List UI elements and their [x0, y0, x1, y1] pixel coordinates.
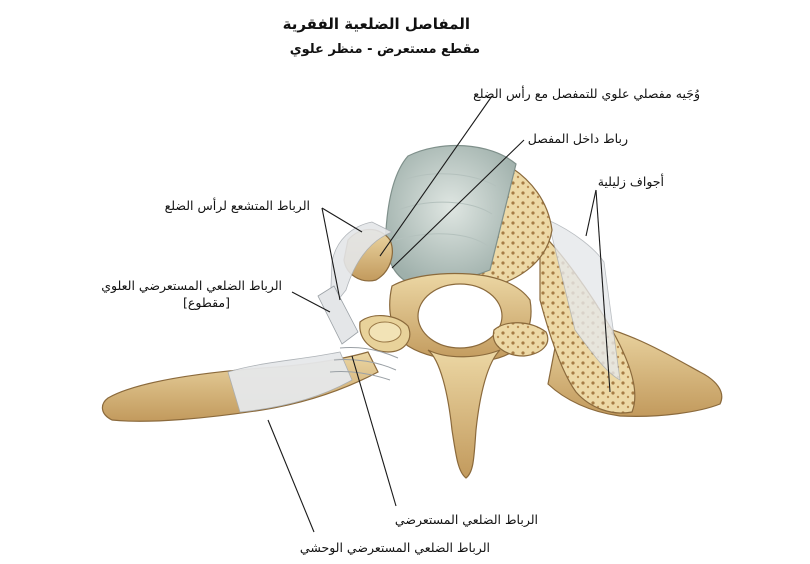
spinous-process: [427, 349, 501, 479]
label-lateral-costotransverse-ligament: الرباط الضلعي المستعرضي الوحشي: [299, 540, 490, 555]
label-facet-rib-head: وُجَيه مفصلي علوي للتمفصل مع رأس الضلع: [473, 86, 700, 101]
superior-costotransverse-ligament: [317, 285, 359, 345]
label-intra-articular-ligament: رباط داخل المفصل: [527, 131, 628, 146]
label-superior-costotransverse-note: [مقطوع]: [183, 295, 230, 310]
costotransverse-ligament-fibers: [329, 347, 399, 381]
label-costotransverse-ligament: الرباط الضلعي المستعرضي: [394, 512, 538, 527]
right-ligament: [547, 219, 621, 381]
page-title: المفاصل الضلعية الفقرية: [282, 15, 470, 33]
label-superior-costotransverse-ligament: الرباط الضلعي المستعرضي العلوي: [101, 278, 282, 293]
label-radiate-ligament: الرباط المتشعع لرأس الضلع: [164, 198, 310, 213]
leader-lines: [267, 95, 611, 533]
vertebral-foramen: [417, 283, 503, 349]
lateral-ligament-left: [227, 351, 353, 413]
label-synovial-cavities: أجواف زليلية: [597, 174, 664, 189]
radiate-ligament: [329, 221, 393, 312]
page-subtitle: مقطع مستعرض - منظر علوي: [289, 42, 480, 57]
right-articular-section: [492, 322, 549, 357]
